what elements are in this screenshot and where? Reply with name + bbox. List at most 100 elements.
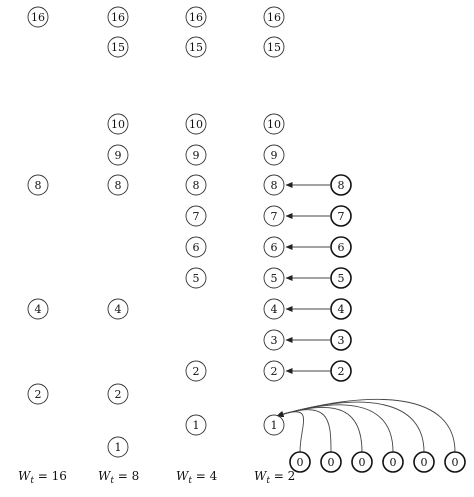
source-node-7: 7 — [330, 205, 352, 227]
node-col3-2-label: 2 — [193, 365, 200, 378]
zero-node-5-label: 0 — [421, 456, 428, 469]
zero-node-5: 0 — [413, 451, 435, 473]
source-node-5-circle — [330, 267, 352, 289]
source-node-6-circle — [330, 236, 352, 258]
node-col1-4: 4 — [27, 298, 49, 320]
node-col3-9-circle — [185, 144, 207, 166]
column-label-eq: = 4 — [192, 469, 218, 483]
column-label-eq: = 16 — [34, 469, 67, 483]
zero-node-3-circle — [351, 451, 373, 473]
node-col4-1-label: 1 — [271, 419, 278, 432]
node-col1-2: 2 — [27, 383, 49, 405]
node-col4-1-circle — [263, 414, 285, 436]
source-node-8: 8 — [330, 174, 352, 196]
node-col3-1: 1 — [185, 414, 207, 436]
column-label-sub: t — [30, 476, 34, 486]
node-col3-10-label: 10 — [189, 118, 203, 131]
column-label-sub: t — [266, 476, 270, 486]
node-col1-2-label: 2 — [35, 388, 42, 401]
node-col4-3-label: 3 — [271, 334, 278, 347]
node-col2-10-circle — [107, 113, 129, 135]
node-col4-9-label: 9 — [271, 149, 278, 162]
curved-arrow-2 — [276, 409, 332, 453]
source-node-3-label: 3 — [338, 334, 345, 347]
node-col2-8-circle — [107, 174, 129, 196]
node-col4-3: 3 — [263, 329, 285, 351]
node-col4-16: 16 — [263, 6, 285, 28]
zero-node-2-label: 0 — [328, 456, 335, 469]
node-col3-1-circle — [185, 414, 207, 436]
column-label-sub: t — [188, 476, 192, 486]
source-node-5-label: 5 — [338, 272, 345, 285]
node-col1-2-circle — [27, 383, 49, 405]
node-col4-6: 6 — [263, 236, 285, 258]
zero-node-4: 0 — [382, 451, 404, 473]
column-label-3: Wt = 4 — [176, 469, 218, 486]
node-col2-15-label: 15 — [111, 41, 125, 54]
column-label-eq: = 2 — [270, 469, 295, 483]
zero-node-6-circle — [444, 451, 466, 473]
node-col4-3-circle — [263, 329, 285, 351]
node-col4-10: 10 — [263, 113, 285, 135]
node-col4-2-label: 2 — [271, 365, 278, 378]
node-col2-16-circle — [107, 6, 129, 28]
node-col4-5-circle — [263, 267, 285, 289]
zero-node-3-label: 0 — [359, 456, 366, 469]
node-col2-4-label: 4 — [115, 303, 122, 316]
node-col2-1-label: 1 — [115, 441, 122, 454]
zero-node-1-circle — [289, 451, 311, 473]
node-col2-10-label: 10 — [111, 118, 125, 131]
node-col3-2: 2 — [185, 360, 207, 382]
column-label-var: W — [254, 469, 268, 483]
source-node-4-circle — [330, 298, 352, 320]
column-label-4: Wt = 2 — [254, 469, 295, 486]
node-col4-6-label: 6 — [271, 241, 278, 254]
source-node-8-label: 8 — [338, 179, 345, 192]
node-col1-8: 8 — [27, 174, 49, 196]
node-col3-8: 8 — [185, 174, 207, 196]
source-node-3-circle — [330, 329, 352, 351]
column-label-eq: = 8 — [114, 469, 139, 483]
node-col2-1-circle — [107, 436, 129, 458]
node-col2-9-circle — [107, 144, 129, 166]
source-node-6-label: 6 — [338, 241, 345, 254]
node-col1-8-circle — [27, 174, 49, 196]
source-node-7-label: 7 — [338, 210, 345, 223]
node-col4-8: 8 — [263, 174, 285, 196]
node-col2-4-circle — [107, 298, 129, 320]
node-col3-15-circle — [185, 36, 207, 58]
node-col4-4-circle — [263, 298, 285, 320]
node-col3-15: 15 — [185, 36, 207, 58]
node-col2-2-label: 2 — [115, 388, 122, 401]
node-col2-2-circle — [107, 383, 129, 405]
node-col3-2-circle — [185, 360, 207, 382]
node-col4-8-circle — [263, 174, 285, 196]
node-col4-5-label: 5 — [271, 272, 278, 285]
curved-arrow-6 — [276, 398, 456, 453]
node-col4-16-circle — [263, 6, 285, 28]
nodes-layer: 1684216151098421161510987652116151098765… — [27, 6, 466, 473]
column-label-var: W — [18, 469, 32, 483]
node-col3-5-circle — [185, 267, 207, 289]
zero-node-2-circle — [320, 451, 342, 473]
node-col2-15: 15 — [107, 36, 129, 58]
node-col3-5-label: 5 — [193, 272, 200, 285]
node-col1-16-label: 16 — [31, 11, 45, 24]
node-col4-9-circle — [263, 144, 285, 166]
node-col3-8-label: 8 — [193, 179, 200, 192]
node-col3-5: 5 — [185, 267, 207, 289]
node-col2-16: 16 — [107, 6, 129, 28]
node-col1-8-label: 8 — [35, 179, 42, 192]
column-label-var: W — [176, 469, 190, 483]
zero-node-4-circle — [382, 451, 404, 473]
node-col3-9: 9 — [185, 144, 207, 166]
node-col2-8-label: 8 — [115, 179, 122, 192]
zero-node-4-label: 0 — [390, 456, 397, 469]
source-node-7-circle — [330, 205, 352, 227]
column-label-2: Wt = 8 — [98, 469, 139, 486]
node-col3-6-label: 6 — [193, 241, 200, 254]
column-label-1: Wt = 16 — [18, 469, 67, 486]
source-node-4: 4 — [330, 298, 352, 320]
